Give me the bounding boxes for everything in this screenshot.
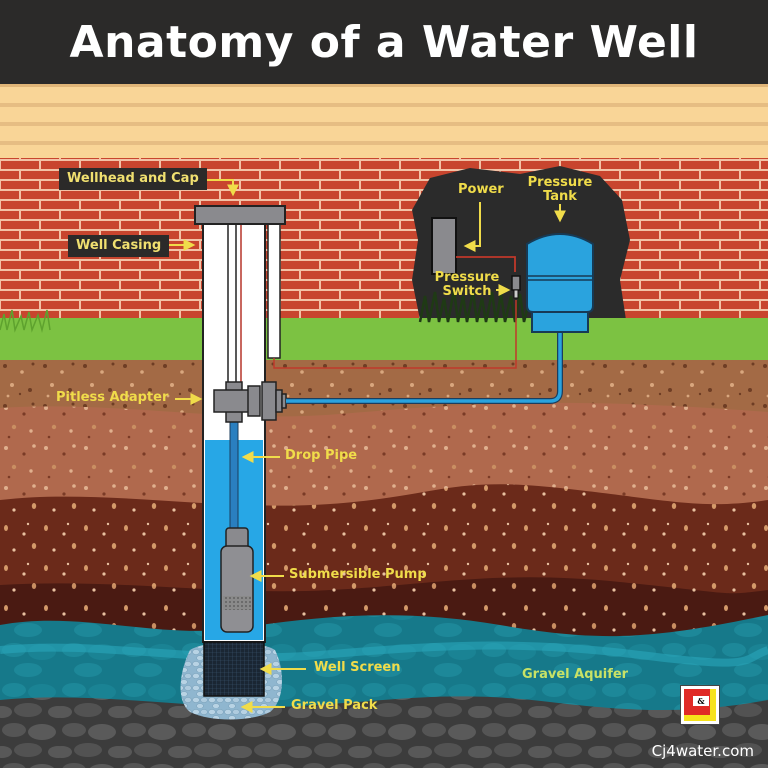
bedrock-layer [0, 696, 768, 768]
pitless-adapter [213, 381, 287, 423]
label-wellhead-and-cap: Wellhead and Cap [59, 168, 207, 191]
label-well-screen: Well Screen [314, 660, 401, 675]
label-drop-pipe: Drop Pipe [285, 448, 358, 463]
label-pressure-tank: Pressure Tank [522, 175, 598, 205]
label-pressure-tank-line2: Tank [543, 189, 577, 205]
label-power: Power [458, 182, 504, 197]
label-pitless-adapter: Pitless Adapter [56, 390, 169, 405]
label-pressure-switch: Pressure Switch [432, 270, 502, 300]
website-link[interactable]: Cj4water.com [651, 742, 754, 760]
pressure-tank [526, 233, 594, 333]
label-pressure-switch-line1: Pressure [434, 270, 500, 285]
pressure-switch [511, 275, 521, 299]
label-well-casing: Well Casing [68, 235, 170, 258]
label-submersible-pump: Submersible Pump [289, 567, 427, 582]
label-pressure-tank-line1: Pressure [527, 175, 593, 190]
label-gravel-aquifer: Gravel Aquifer [522, 667, 629, 682]
page-title: Anatomy of a Water Well [69, 16, 699, 68]
label-pressure-switch-line2: Switch [442, 284, 492, 300]
well-screen [203, 641, 265, 697]
label-arrows [165, 179, 566, 713]
submersible-pump [220, 527, 254, 633]
label-gravel-pack: Gravel Pack [291, 698, 378, 713]
wellhead-cap [194, 205, 286, 225]
title-bar: Anatomy of a Water Well [0, 0, 768, 84]
electrical-line [273, 300, 517, 369]
logo-ampersand: & [693, 696, 709, 706]
house-siding [0, 84, 768, 160]
power-box [431, 217, 457, 275]
brand-logo: & [680, 685, 720, 725]
